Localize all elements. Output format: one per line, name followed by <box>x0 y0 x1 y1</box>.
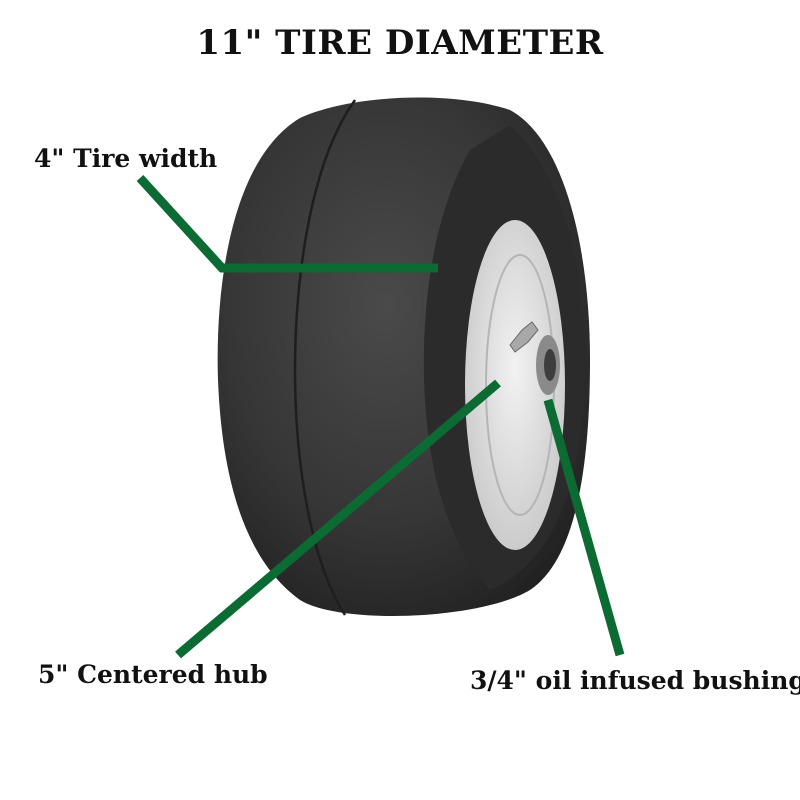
tire-width-label: 4" Tire width <box>34 144 218 173</box>
bushing-hole <box>544 349 556 381</box>
bushing-label: 3/4" oil infused bushing <box>470 666 800 695</box>
centered-hub-label: 5" Centered hub <box>38 660 268 689</box>
callout-line-tire-width <box>136 174 438 273</box>
diagram-title: 11" TIRE DIAMETER <box>196 23 604 63</box>
tire-center-seam <box>293 99 357 616</box>
rim <box>465 220 565 550</box>
callout-line-centered-hub <box>175 379 501 659</box>
grease-fitting-icon <box>509 321 539 353</box>
callout-line-bushing <box>543 398 625 657</box>
